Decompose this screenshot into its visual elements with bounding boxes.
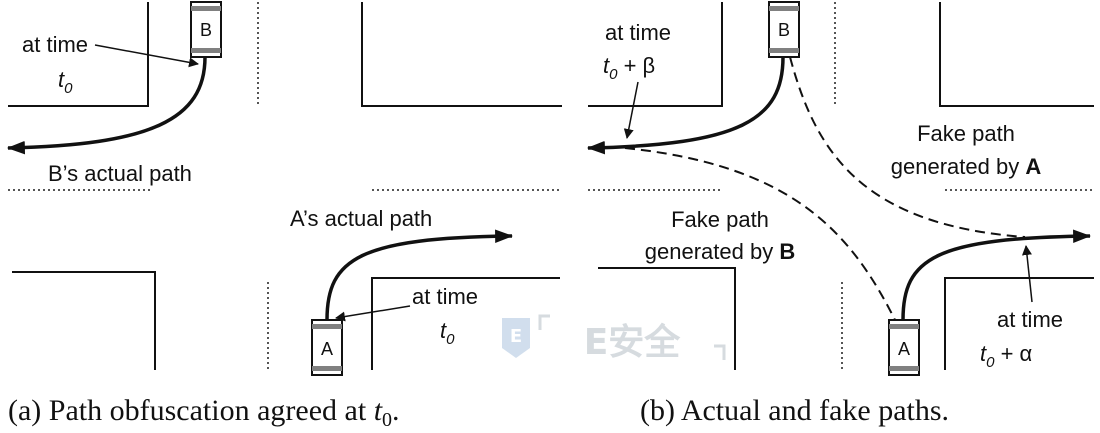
pointer-arrow-a-time [1021, 245, 1033, 303]
label-time-b: t0 [58, 67, 73, 97]
road-corner-top-right [939, 2, 1094, 107]
panel-b: B A at time t0 + β Fake path generated b… [586, 1, 1094, 427]
car-stripe [191, 6, 221, 11]
car-stripe [191, 48, 221, 53]
car-stripe [312, 324, 342, 329]
lane-markings-b [588, 2, 1094, 370]
road-corner-top-right [361, 2, 562, 107]
label-time-a: t0 [440, 318, 455, 348]
b-actual-path-line [586, 56, 785, 155]
fake-path-by-a-line [789, 56, 1026, 238]
caption-a: (a) Path obfuscation agreed at t0. [8, 394, 400, 431]
car-a-b: A [888, 319, 920, 376]
a-actual-path-line [325, 229, 514, 321]
label-b-actual-path: B’s actual path [48, 161, 192, 186]
label-at-time-b: at time [22, 32, 88, 57]
a-actual-path-line [901, 229, 1092, 321]
panel-a: B A at time t0 B’s actual path A’s actua… [6, 1, 562, 431]
car-b-b: B [768, 1, 800, 58]
pointer-arrow-a-time [335, 305, 411, 322]
car-stripe [889, 366, 919, 371]
watermark-text: E安全 [584, 321, 682, 363]
car-body [888, 319, 920, 376]
watermark-shield-icon [502, 318, 530, 358]
pointer-arrow-b-time [623, 81, 639, 139]
car-stripe [889, 324, 919, 329]
car-a-label: A [898, 339, 910, 359]
car-stripe [312, 366, 342, 371]
label-fake-a-line2: generated by A [891, 154, 1042, 179]
pointer-arrow-b-time [94, 44, 199, 68]
b-actual-path-line [6, 56, 207, 155]
road-corners-a [8, 2, 562, 370]
watermark-icon-letter: E [510, 326, 522, 347]
caption-b: (b) Actual and fake paths. [640, 394, 949, 427]
road-corner-bottom-right [371, 277, 560, 370]
label-at-time-b: at time [605, 20, 671, 45]
car-a-a: A [311, 319, 343, 376]
label-fake-b-line2: generated by B [645, 239, 795, 264]
watermark: E E安全 [502, 314, 726, 363]
car-body [311, 319, 343, 376]
label-at-time-a: at time [997, 307, 1063, 332]
road-corner-bottom-left [12, 271, 156, 370]
lane-markings-a [8, 2, 560, 370]
fake-path-by-b-line [624, 147, 896, 321]
car-b-label: B [778, 20, 790, 40]
label-fake-a-line1: Fake path [917, 121, 1015, 146]
car-stripe [769, 48, 799, 53]
car-b-label: B [200, 20, 212, 40]
label-time-a: t0 + α [980, 341, 1033, 371]
car-body [768, 1, 800, 58]
car-stripe [769, 6, 799, 11]
watermark-bracket-right [714, 344, 726, 360]
car-b-a: B [190, 1, 222, 58]
car-body [190, 1, 222, 58]
road-corner-bottom-right [944, 277, 1094, 370]
label-at-time-a: at time [412, 284, 478, 309]
label-time-b: t0 + β [603, 53, 655, 83]
car-a-label: A [321, 339, 333, 359]
label-a-actual-path: A’s actual path [290, 206, 432, 231]
label-fake-b-line1: Fake path [671, 207, 769, 232]
road-corner-top-left [8, 2, 149, 107]
watermark-bracket-left [538, 314, 550, 330]
road-corner-bottom-left [598, 267, 736, 370]
